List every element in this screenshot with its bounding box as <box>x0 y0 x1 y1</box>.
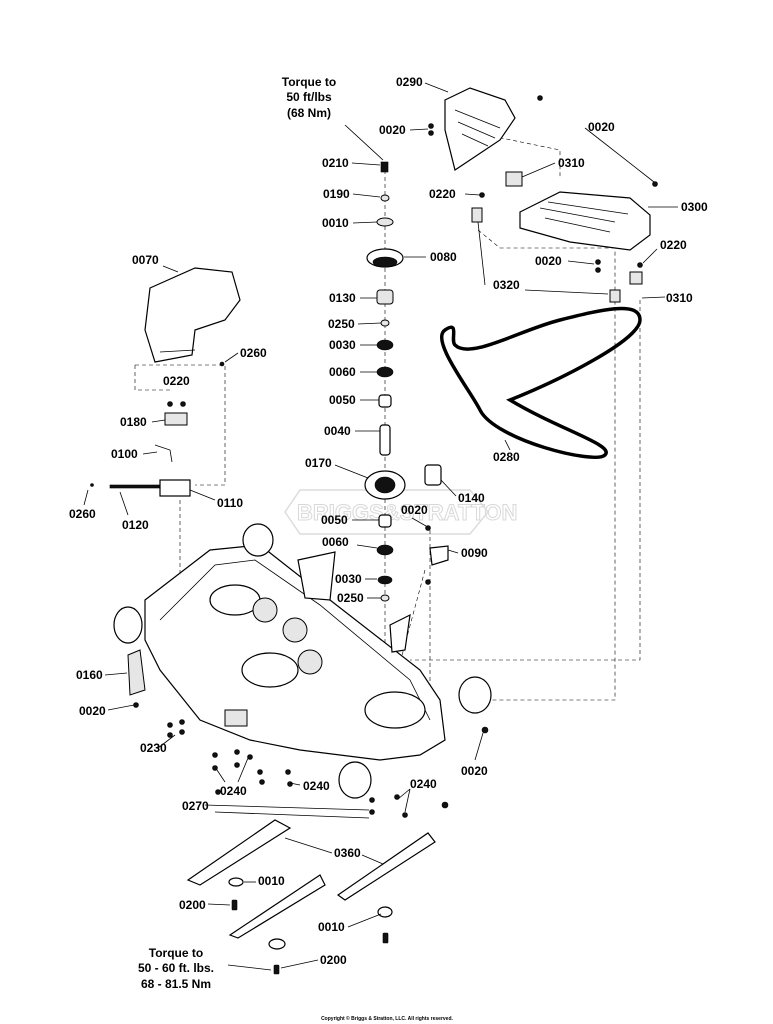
callout-0300: 0300 <box>681 200 708 214</box>
callout-0040: 0040 <box>324 424 351 438</box>
watermark-text: BRIGGS&STRATTON <box>297 500 517 525</box>
watermark-logo: BRIGGS&STRATTON <box>284 489 518 535</box>
callout-0190: 0190 <box>323 187 350 201</box>
callout-0250: 0250 <box>337 591 364 605</box>
callout-0250: 0250 <box>328 317 355 331</box>
callout-0020: 0020 <box>379 123 406 137</box>
callout-0060: 0060 <box>329 365 356 379</box>
callout-0050: 0050 <box>329 393 356 407</box>
torque-note-bottom: Torque to 50 - 60 ft. lbs. 68 - 81.5 Nm <box>138 946 214 991</box>
callout-0180: 0180 <box>120 415 147 429</box>
part-callouts: 0290 0020 0020 0310 0220 0300 0220 0020 … <box>69 75 708 967</box>
copyright-text: Copyright © Briggs & Stratton, LLC. All … <box>321 1015 453 1022</box>
callout-0260: 0260 <box>240 346 267 360</box>
belt-cover-right <box>519 191 651 251</box>
callout-0020: 0020 <box>461 764 488 778</box>
callout-0020: 0020 <box>588 120 615 134</box>
callout-0240: 0240 <box>303 779 330 793</box>
callout-0210: 0210 <box>322 156 349 170</box>
callout-0230: 0230 <box>140 741 167 755</box>
callout-0100: 0100 <box>111 447 138 461</box>
callout-0310: 0310 <box>666 291 693 305</box>
callout-0020: 0020 <box>79 704 106 718</box>
callout-0070: 0070 <box>132 253 159 267</box>
leader-lines <box>83 82 678 971</box>
callout-0060: 0060 <box>322 535 349 549</box>
callout-0220: 0220 <box>660 238 687 252</box>
belt-cover-left <box>444 87 516 171</box>
torque-note-line: Torque to <box>282 75 336 89</box>
callout-0160: 0160 <box>76 668 103 682</box>
mower-blades <box>186 819 436 975</box>
torque-note-top: Torque to 50 ft/lbs (68 Nm) <box>282 75 336 120</box>
callout-0270: 0270 <box>182 799 209 813</box>
callout-0310: 0310 <box>558 156 585 170</box>
callout-0010: 0010 <box>258 874 285 888</box>
torque-note-line: 50 ft/lbs <box>286 90 332 104</box>
torque-note-line: 50 - 60 ft. lbs. <box>138 961 214 975</box>
callout-0020: 0020 <box>535 254 562 268</box>
fasteners <box>133 95 658 818</box>
callout-0080: 0080 <box>430 250 457 264</box>
callout-0260: 0260 <box>69 507 96 521</box>
torque-note-line: Torque to <box>149 946 203 960</box>
callout-0050: 0050 <box>321 513 348 527</box>
callout-0280: 0280 <box>493 450 520 464</box>
callout-0140: 0140 <box>458 491 485 505</box>
callout-0010: 0010 <box>322 216 349 230</box>
callout-0020: 0020 <box>401 503 428 517</box>
callout-0120: 0120 <box>122 518 149 532</box>
torque-note-line: 68 - 81.5 Nm <box>141 977 211 991</box>
torque-note-line: (68 Nm) <box>287 106 331 120</box>
callout-0110: 0110 <box>217 496 243 510</box>
spindle-stack <box>364 161 449 602</box>
callout-0010: 0010 <box>318 920 345 934</box>
callout-0220: 0220 <box>429 187 456 201</box>
callout-0220: 0220 <box>163 374 190 388</box>
callout-0030: 0030 <box>329 338 356 352</box>
mower-deck <box>113 523 492 799</box>
callout-0240: 0240 <box>410 777 437 791</box>
callout-0090: 0090 <box>461 546 488 560</box>
callout-0200: 0200 <box>320 953 347 967</box>
callout-0130: 0130 <box>329 291 356 305</box>
discharge-chute <box>144 267 241 363</box>
callout-0170: 0170 <box>305 456 332 470</box>
drive-belt <box>440 306 642 459</box>
cover-brackets <box>471 171 643 303</box>
chute-hardware <box>90 361 225 497</box>
callout-0290: 0290 <box>396 75 423 89</box>
callout-0240: 0240 <box>220 784 247 798</box>
callout-0030: 0030 <box>335 572 362 586</box>
callout-0360: 0360 <box>334 846 361 860</box>
callout-0200: 0200 <box>179 898 206 912</box>
callout-0320: 0320 <box>493 278 520 292</box>
